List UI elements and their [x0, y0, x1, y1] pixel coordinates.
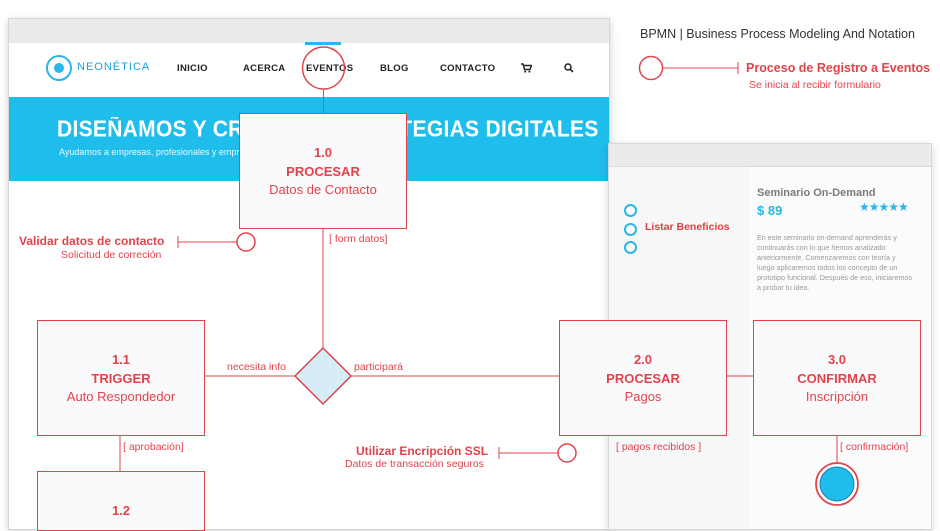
- search-icon[interactable]: [564, 63, 574, 76]
- task-number: 3.0: [827, 352, 847, 367]
- seminar-title: Seminario On-Demand: [757, 187, 876, 199]
- task-1-0[interactable]: 1.0 PROCESAR Datos de Contacto: [239, 113, 407, 229]
- task-detail: Inscripción: [805, 389, 869, 404]
- ssl-subtitle: Datos de transacción seguros: [345, 458, 484, 470]
- seminar-description: En este seminario on-demand aprenderás y…: [757, 233, 913, 292]
- bullet-icon: [624, 204, 637, 217]
- ssl-event[interactable]: [557, 443, 577, 463]
- nav-active-indicator: [305, 42, 341, 45]
- task-name: TRIGGER: [91, 371, 151, 386]
- task-1-2[interactable]: 1.2: [37, 471, 205, 531]
- task-name: PROCESAR: [286, 164, 360, 179]
- ssl-title: Utilizar Encripción SSL: [356, 444, 489, 458]
- task-detail: Auto Respondedor: [66, 389, 176, 404]
- notation-title: BPMN | Business Process Modeling And Not…: [640, 27, 915, 41]
- bullet-icon: [624, 223, 637, 236]
- condition-necesita-info: necesita info: [227, 361, 286, 373]
- validar-title: Validar datos de contacto: [19, 234, 165, 248]
- nav-item-blog[interactable]: BLOG: [380, 63, 409, 74]
- condition-aprobacion: [ aprobación]: [123, 441, 184, 453]
- nav-item-eventos[interactable]: EVENTOS: [306, 63, 354, 74]
- cart-icon[interactable]: [521, 63, 533, 76]
- condition-confirmacion: [ confirmación]: [840, 441, 909, 453]
- validar-event[interactable]: [236, 232, 256, 252]
- task-number: 1.0: [313, 145, 333, 160]
- task-2-0[interactable]: 2.0 PROCESAR Pagos: [559, 320, 727, 436]
- window-titlebar: [9, 19, 609, 44]
- task-number: 1.2: [111, 503, 131, 518]
- task-name: CONFIRMAR: [797, 371, 877, 386]
- website-window: NEONÉTICA INICIO ACERCA EVENTOS BLOG CON…: [8, 18, 610, 530]
- task-detail: Datos de Contacto: [269, 182, 377, 197]
- rating-stars-icon: ★★★★★: [859, 200, 909, 214]
- task-3-0[interactable]: 3.0 CONFIRMAR Inscripción: [753, 320, 921, 436]
- task-name: PROCESAR: [606, 371, 680, 386]
- seminar-price: $ 89: [757, 203, 783, 218]
- task-1-1[interactable]: 1.1 TRIGGER Auto Respondedor: [37, 320, 205, 436]
- benefits-label: Listar Beneficios: [645, 221, 730, 233]
- hero-subtitle: Ayudamos a empresas, profesionales y emp…: [59, 147, 282, 157]
- start-event-title: Proceso de Registro a Eventos: [746, 61, 931, 75]
- condition-pagos-recibidos: [ pagos recibidos ]: [616, 441, 702, 453]
- validar-subtitle: Solicitud de correción: [61, 249, 162, 261]
- condition-form-datos: [ form datos]: [329, 233, 388, 245]
- logo-icon: [46, 55, 72, 81]
- task-number: 1.1: [111, 352, 131, 367]
- nav-item-acerca[interactable]: ACERCA: [243, 63, 286, 74]
- bullet-icon: [624, 241, 637, 254]
- task-number: 2.0: [633, 352, 653, 367]
- logo-text: NEONÉTICA: [77, 61, 151, 73]
- start-event[interactable]: [638, 55, 664, 81]
- task-detail: Pagos: [624, 389, 662, 404]
- nav-item-inicio[interactable]: INICIO: [177, 63, 208, 74]
- nav-item-contacto[interactable]: CONTACTO: [440, 63, 496, 74]
- end-event-core: [819, 466, 855, 502]
- condition-participara: participará: [354, 361, 404, 373]
- eventos-highlight-circle: [301, 46, 346, 90]
- exclusive-gateway[interactable]: [293, 346, 353, 406]
- window-titlebar: [609, 144, 931, 167]
- start-event-subtitle: Se inicia al recibir formulario: [749, 79, 881, 91]
